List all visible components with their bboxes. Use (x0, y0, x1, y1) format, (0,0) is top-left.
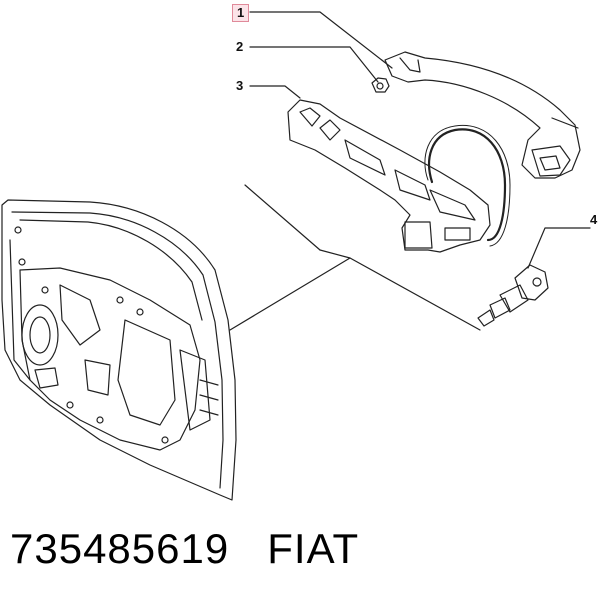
outer-door-handle (384, 51, 581, 179)
leader-line-3 (249, 85, 301, 99)
callout-3: 3 (236, 78, 244, 93)
part-caption: 735485619 FIAT (10, 525, 359, 573)
callout-2: 2 (236, 39, 244, 54)
leader-line-2 (249, 46, 379, 83)
door-frame (1, 199, 237, 501)
brand-name: FIAT (267, 525, 360, 572)
lock-cylinder (477, 264, 549, 327)
callout-1: 1 (232, 4, 250, 22)
callout-4: 4 (590, 212, 598, 227)
leader-line-4 (527, 227, 591, 269)
nut (371, 77, 390, 93)
handle-carrier-bracket (287, 99, 511, 253)
assembly-bracket-lines (229, 184, 481, 331)
part-number: 735485619 (10, 525, 230, 572)
leader-line-1 (249, 11, 393, 69)
